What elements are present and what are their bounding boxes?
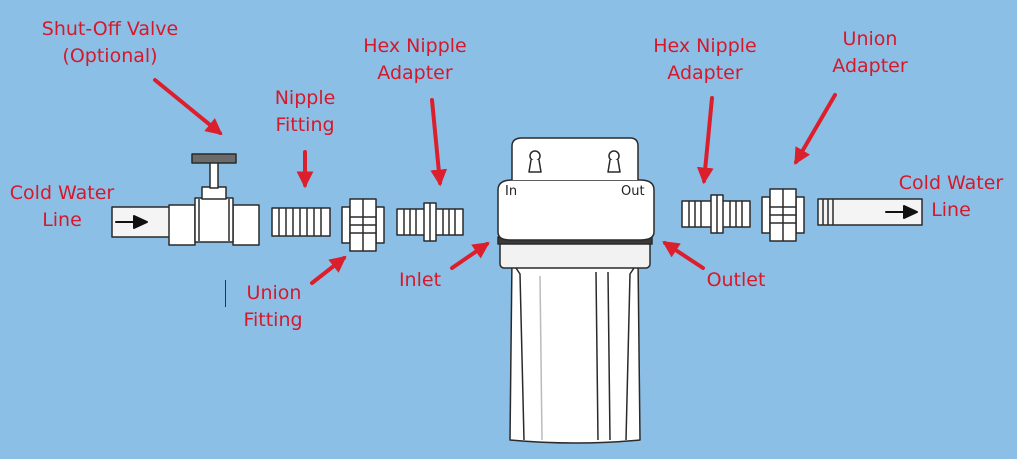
label-nipple-fitting: Nipple Fitting <box>274 87 336 136</box>
label-cold-water-line-in: Cold Water Line <box>9 182 115 231</box>
label-union-fitting: Union Fitting <box>225 280 321 334</box>
label-hex-nipple-adapter-left: Hex Nipple Adapter <box>363 35 467 84</box>
shutoff-valve <box>168 153 260 246</box>
label-inlet: Inlet <box>398 269 442 291</box>
keyhole-icon-right <box>607 150 621 173</box>
arrow-inlet <box>450 242 490 270</box>
union-fitting <box>341 198 385 252</box>
cold-water-outlet-pipe <box>817 198 923 226</box>
label-shutoff-valve: Shut-Off Valve (Optional) <box>41 18 179 67</box>
arrow-shutoff-valve <box>153 78 223 136</box>
mounting-bracket <box>511 137 639 180</box>
nipple-fitting <box>271 207 331 237</box>
housing-out-label: Out <box>621 184 645 199</box>
label-cold-water-line-out: Cold Water Line <box>898 172 1004 221</box>
label-outlet: Outlet <box>706 269 766 291</box>
arrow-outlet <box>662 241 705 270</box>
hex-nipple-adapter-right <box>681 194 751 234</box>
cold-water-inlet-pipe <box>111 206 171 238</box>
flow-direction-arrow-out <box>885 205 918 219</box>
arrow-hex-nipple-left <box>430 98 448 187</box>
keyhole-icon-left <box>528 150 542 173</box>
arrow-hex-nipple-right <box>696 96 714 185</box>
label-union-adapter: Union Adapter <box>832 28 908 77</box>
arrow-union-fitting <box>310 255 347 285</box>
label-hex-nipple-adapter-right: Hex Nipple Adapter <box>653 35 757 84</box>
arrow-union-adapter <box>794 93 837 165</box>
flow-direction-arrow-in <box>115 215 148 229</box>
housing-cap <box>497 179 655 241</box>
filter-sump-bowl <box>509 257 641 444</box>
union-adapter <box>761 188 805 242</box>
hex-nipple-adapter-left <box>396 202 464 242</box>
filter-housing <box>497 137 655 444</box>
housing-in-label: In <box>505 184 518 199</box>
